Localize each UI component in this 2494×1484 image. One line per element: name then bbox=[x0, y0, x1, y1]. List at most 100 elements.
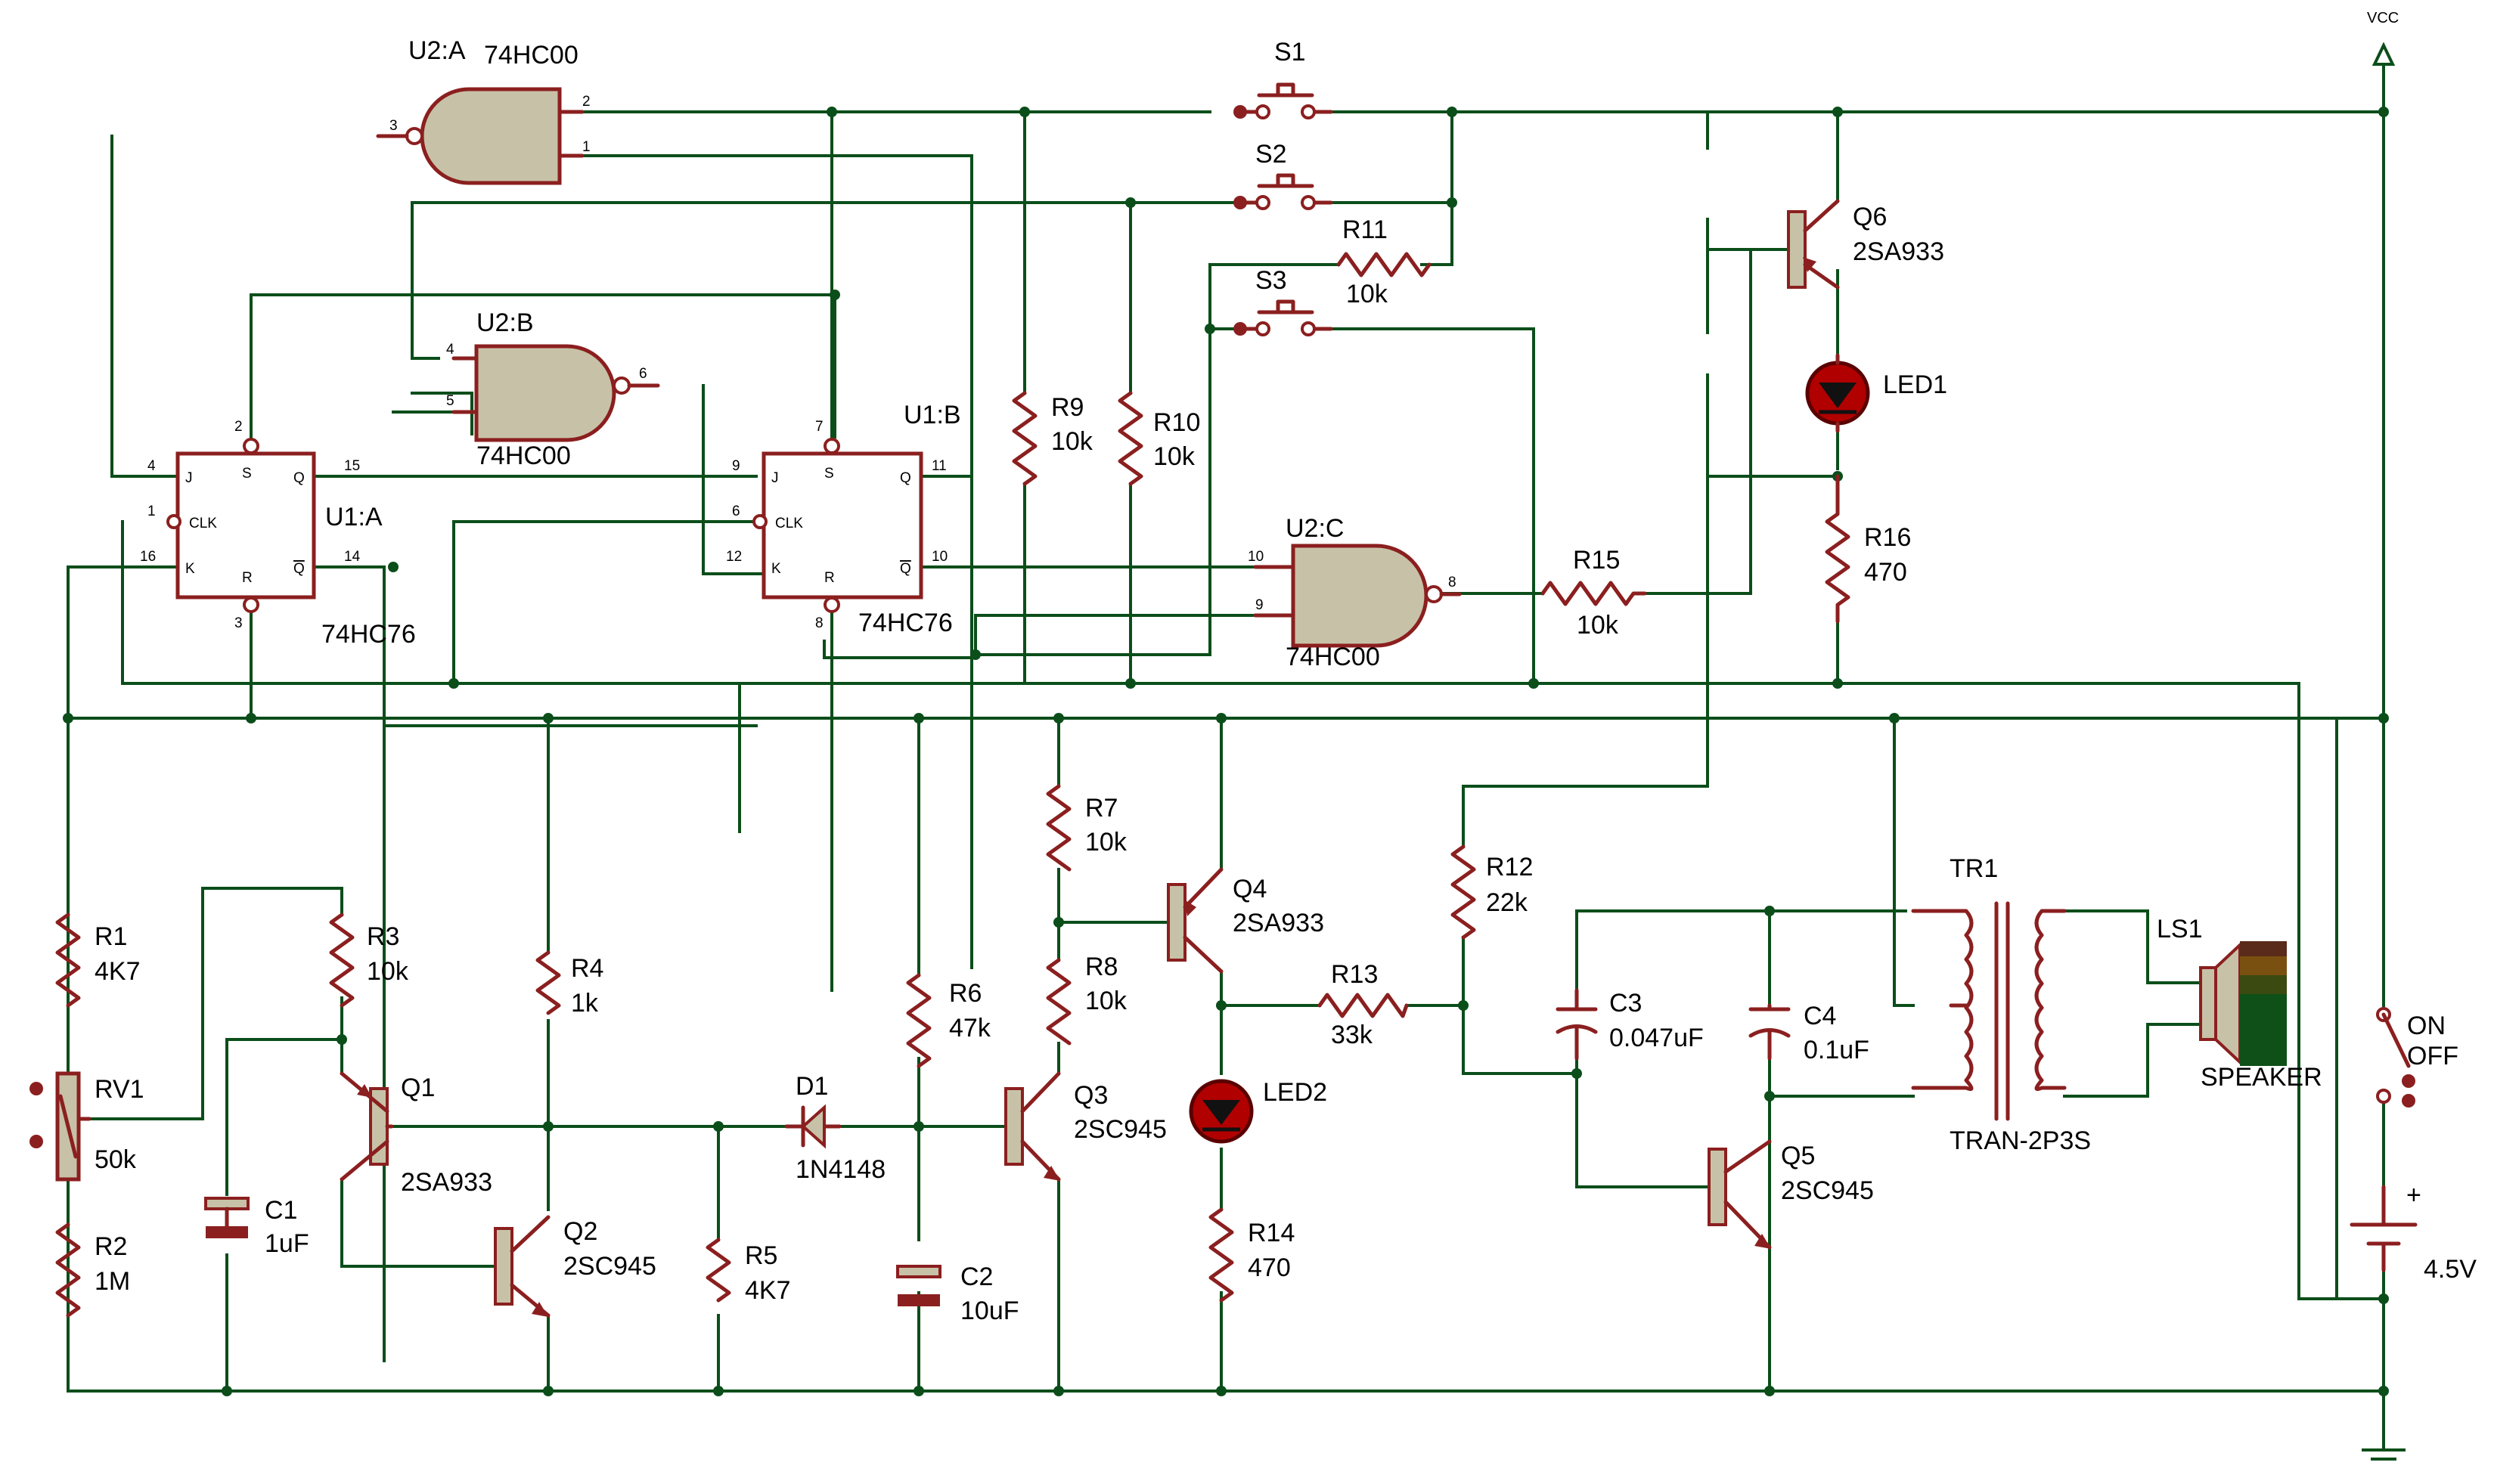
resistor-r13 bbox=[1317, 993, 1409, 1018]
nand-gate-u2c bbox=[1253, 544, 1462, 648]
label-u1b-type: 74HC76 bbox=[858, 609, 953, 637]
label-c1: C1 bbox=[265, 1196, 297, 1225]
label-r7: R7 bbox=[1085, 794, 1118, 823]
pin-u2b-5: 5 bbox=[446, 393, 454, 409]
label-r4: R4 bbox=[571, 954, 603, 983]
label-u2b-type: 74HC00 bbox=[476, 441, 571, 470]
resistor-r10 bbox=[1118, 391, 1143, 486]
label-rv1: RV1 bbox=[95, 1075, 144, 1104]
label-q5-value: 2SC945 bbox=[1781, 1176, 1874, 1205]
transistor-q4 bbox=[1167, 867, 1224, 974]
pin-labels: 3 2 1 4 5 6 10 9 8 4 1 16 2 3 15 14 J S … bbox=[140, 94, 1456, 631]
label-ls1-value: SPEAKER bbox=[2201, 1063, 2322, 1092]
label-r13-value: 33k bbox=[1331, 1021, 1373, 1049]
label-tr1-value: TRAN-2P3S bbox=[1950, 1126, 2091, 1155]
label-r9: R9 bbox=[1051, 393, 1084, 422]
pin-u1b-8: 8 bbox=[815, 615, 824, 631]
pin-u1a-r: R bbox=[242, 570, 253, 586]
label-u2b: U2:B bbox=[476, 308, 534, 337]
jk-flipflop-u1b bbox=[752, 438, 923, 613]
resistor-r1 bbox=[55, 912, 81, 1008]
label-u2a: U2:A bbox=[408, 36, 466, 65]
wires bbox=[67, 55, 2385, 1438]
label-r14-value: 470 bbox=[1248, 1253, 1291, 1282]
resistor-r9 bbox=[1012, 391, 1038, 486]
led-led2 bbox=[1189, 1079, 1254, 1144]
label-r16-value: 470 bbox=[1864, 558, 1907, 587]
label-tr1: TR1 bbox=[1950, 854, 1998, 883]
label-r2-value: 1M bbox=[95, 1267, 130, 1296]
label-r3-value: 10k bbox=[367, 957, 409, 986]
pin-u1a-j: J bbox=[185, 470, 193, 486]
label-led2: LED2 bbox=[1263, 1078, 1327, 1107]
pin-u2a-3: 3 bbox=[389, 118, 398, 134]
label-q2: Q2 bbox=[563, 1217, 597, 1246]
label-r2: R2 bbox=[95, 1232, 127, 1261]
resistor-r5 bbox=[706, 1238, 731, 1303]
label-r1-value: 4K7 bbox=[95, 957, 141, 986]
resistor-r4 bbox=[535, 950, 561, 1015]
nand-gate-u2b bbox=[451, 344, 660, 442]
label-r13: R13 bbox=[1331, 960, 1378, 989]
ground-symbol bbox=[2362, 1435, 2406, 1461]
label-d1-value: 1N4148 bbox=[796, 1155, 886, 1184]
label-s2: S2 bbox=[1255, 140, 1287, 169]
label-c2: C2 bbox=[960, 1262, 993, 1291]
label-r7-value: 10k bbox=[1085, 828, 1128, 857]
pin-u2b-6: 6 bbox=[639, 366, 647, 382]
resistor-r6 bbox=[906, 973, 932, 1068]
pin-u1a-1: 1 bbox=[147, 503, 156, 519]
jk-flipflop-u1a bbox=[166, 438, 316, 613]
label-r15: R15 bbox=[1573, 546, 1620, 575]
pin-u2c-9: 9 bbox=[1255, 597, 1264, 613]
resistor-r3 bbox=[329, 912, 355, 1008]
capacitor-c3 bbox=[1556, 988, 1598, 1061]
capacitor-c1 bbox=[204, 1197, 250, 1238]
resistor-r16 bbox=[1825, 474, 1850, 624]
capacitor-c4 bbox=[1748, 1003, 1791, 1061]
label-q6-value: 2SA933 bbox=[1853, 237, 1944, 266]
resistors bbox=[55, 252, 1850, 1318]
pin-u1a-4: 4 bbox=[147, 458, 156, 474]
label-r11: R11 bbox=[1342, 215, 1388, 244]
label-c3: C3 bbox=[1609, 989, 1642, 1018]
label-q3: Q3 bbox=[1074, 1081, 1108, 1110]
label-battery-plus: + bbox=[2406, 1181, 2421, 1210]
pin-u1a-q: Q bbox=[293, 470, 305, 486]
pin-u1b-6: 6 bbox=[732, 503, 740, 519]
label-c1-value: 1uF bbox=[265, 1229, 309, 1258]
label-c4: C4 bbox=[1804, 1002, 1836, 1030]
label-r4-value: 1k bbox=[571, 989, 599, 1018]
label-r10-value: 10k bbox=[1153, 442, 1196, 471]
pin-u1a-clk: CLK bbox=[189, 516, 217, 531]
label-c3-value: 0.047uF bbox=[1609, 1024, 1704, 1052]
pin-u2b-4: 4 bbox=[446, 342, 454, 358]
capacitor-c2 bbox=[896, 1265, 941, 1306]
diode-d1 bbox=[784, 1104, 842, 1149]
resistor-r14 bbox=[1208, 1207, 1234, 1303]
label-r15-value: 10k bbox=[1577, 611, 1619, 640]
label-r12: R12 bbox=[1486, 853, 1533, 881]
pushbutton-s1 bbox=[1233, 82, 1333, 119]
transistor-q1 bbox=[340, 1071, 394, 1182]
pin-u1a-15: 15 bbox=[344, 458, 360, 474]
transistor-q6 bbox=[1787, 199, 1840, 290]
resistor-r7 bbox=[1046, 784, 1072, 872]
nand-gate-u2a bbox=[376, 87, 585, 185]
label-r5: R5 bbox=[745, 1241, 777, 1270]
pin-u1b-qbar: Q bbox=[900, 561, 911, 577]
label-q2-value: 2SC945 bbox=[563, 1252, 656, 1281]
transistor-q2 bbox=[494, 1215, 551, 1318]
label-led1: LED1 bbox=[1883, 370, 1947, 399]
pin-u1b-11: 11 bbox=[932, 458, 947, 474]
pin-u1b-7: 7 bbox=[815, 419, 824, 435]
pin-u1b-clk: CLK bbox=[775, 516, 803, 531]
pin-u1a-k: K bbox=[185, 561, 195, 577]
label-q4: Q4 bbox=[1233, 875, 1267, 903]
label-u2c: U2:C bbox=[1286, 514, 1344, 543]
label-u2c-type: 74HC00 bbox=[1286, 643, 1380, 671]
capacitors bbox=[204, 988, 1791, 1306]
label-r1: R1 bbox=[95, 922, 127, 951]
label-r6-value: 47k bbox=[949, 1014, 991, 1043]
label-ls1: LS1 bbox=[2157, 915, 2203, 943]
